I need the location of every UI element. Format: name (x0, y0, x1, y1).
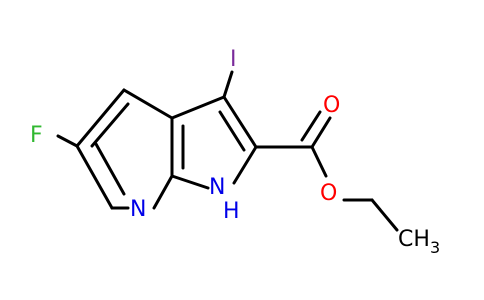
bond-c3-i (222, 70, 234, 99)
pyrrole-ring (170, 95, 258, 190)
bond-n7-c7a (152, 174, 174, 210)
bond-carbonyl-2 (300, 110, 322, 142)
substituents (56, 70, 399, 232)
bond-c5-f (56, 134, 79, 148)
atom-carbonyl-oxygen: O (323, 93, 340, 118)
bond-c-o-ester (310, 145, 328, 178)
pyridine-ring (75, 88, 185, 210)
bond-n1-c7a (170, 174, 210, 190)
bond-c2-n1 (232, 145, 258, 185)
bond-c6-n7-double (94, 142, 126, 196)
bond-ch2-ch3 (370, 198, 399, 232)
bond-c3-c2-inner (218, 110, 246, 152)
bond-c3a-c4 (122, 88, 174, 120)
atom-iodine: I (230, 47, 237, 72)
atom-pyrrole-nitrogen: N (209, 175, 225, 200)
atom-methyl-subscript: 3 (430, 238, 440, 257)
bond-c5-c6 (75, 144, 114, 210)
atom-pyrrole-hydrogen: H (223, 199, 240, 224)
bond-c4-c5 (75, 88, 126, 148)
atom-pyridine-nitrogen: N (130, 197, 146, 222)
bond-c3a-c3 (170, 95, 226, 120)
bond-carbonyl-1 (310, 116, 332, 149)
bond-c4-c5-inner (90, 102, 130, 148)
bond-c3-c2 (222, 95, 258, 149)
atom-fluorine: F (30, 123, 43, 148)
atom-methyl-carbon: CH (398, 227, 430, 252)
atom-ester-oxygen: O (320, 181, 337, 206)
